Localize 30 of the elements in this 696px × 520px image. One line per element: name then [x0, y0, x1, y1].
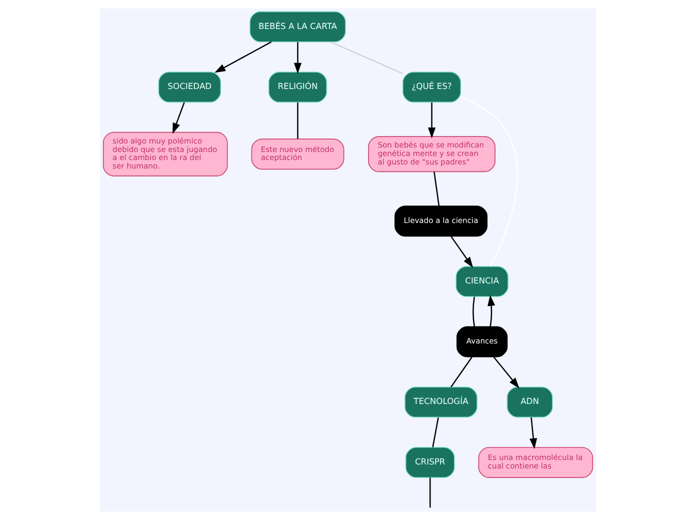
node-box: CIENCIA: [456, 266, 508, 297]
node-box: sido algo muy polémico debido que se esta jugando a el cambio en la ra del ser humano.: [102, 132, 228, 176]
connector: [432, 417, 439, 448]
arrow: [493, 356, 520, 388]
node-box: CRISPR: [405, 446, 455, 478]
connector: [460, 96, 518, 267]
connector: [330, 41, 403, 74]
node-box: Son bebés que se modifican genética mente y se crean al gusto de "sus padres": [368, 136, 496, 172]
node-box: BEBÉS A LA CARTA: [250, 11, 346, 42]
connector: [429, 478, 431, 508]
connector: [450, 356, 472, 388]
connector: [472, 296, 475, 327]
node-box: ¿QUÉ ES?: [402, 72, 462, 103]
arrow: [530, 417, 538, 450]
arrow: [172, 102, 185, 134]
arrow: [294, 42, 302, 74]
connector: [297, 102, 298, 139]
arrow: [488, 294, 496, 327]
arrow: [450, 236, 474, 268]
node-box: Llevado a la ciencia: [394, 206, 488, 237]
node-box: Este nuevo método aceptación: [251, 138, 344, 170]
node-box: ADN: [506, 386, 553, 418]
node-box: RELIGIÓN: [268, 72, 328, 103]
node-box: Avances: [456, 326, 508, 358]
connector: [434, 172, 440, 206]
arrow: [214, 41, 272, 73]
arrow: [428, 102, 436, 138]
node-box: SOCIEDAD: [158, 72, 222, 103]
node-box: Es una macromolécula la cual contiene las: [478, 446, 594, 478]
node-box: TECNOLOGÍA: [404, 386, 478, 418]
